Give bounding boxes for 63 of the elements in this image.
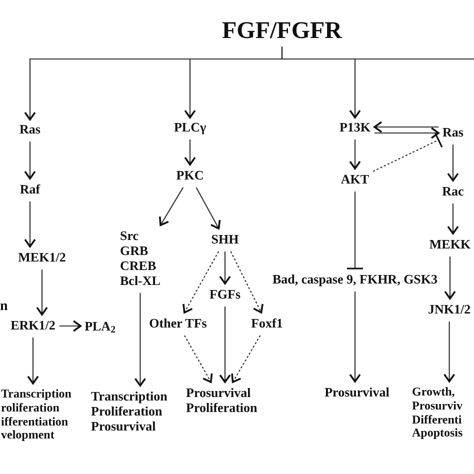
pathway-label: P13K [339, 120, 371, 136]
arrow [184, 335, 213, 383]
arrow [27, 337, 39, 384]
list-item: velopment [1, 428, 56, 443]
pathway-label: Rac [442, 184, 464, 200]
pathway-label: MEK1/2 [18, 250, 66, 266]
pathway-label: JNK1/2 [428, 302, 471, 318]
list-item: roliferation [1, 401, 60, 415]
arrow [24, 141, 36, 180]
arrow [24, 201, 36, 248]
list-item: Prosurviv [412, 399, 463, 413]
pathway-label: Bad, caspase 9, FKHR, GSK3 [272, 272, 438, 288]
list-item: Transcription [91, 390, 168, 405]
pathway-label: PLA$_{2}$ [84, 320, 116, 334]
arrow [443, 321, 456, 382]
arrow [36, 269, 48, 316]
arrow [349, 139, 361, 170]
arrow [447, 203, 459, 234]
arrow [219, 251, 231, 284]
list-item: Proliferation [186, 401, 258, 416]
list-item: GRB [120, 244, 150, 259]
pathway-label: Prosurvival [324, 386, 390, 400]
pathway-label: MEKK [429, 238, 471, 252]
pathway-label: Foxf1 [251, 316, 283, 332]
list-item: CREB [120, 259, 158, 274]
pathway-label: Ras [20, 122, 40, 138]
arrow [444, 256, 456, 300]
arrow [158, 187, 184, 226]
list-item: Src [120, 229, 140, 244]
receptor-label: FGF/FGFR [222, 18, 342, 46]
list-item: Prosurvival [186, 386, 252, 401]
pathway-label: ERK1/2 [10, 318, 56, 334]
pathway-label: AKT [340, 172, 370, 188]
list-item: Growth, [412, 385, 456, 400]
list-item: Transcription [1, 387, 72, 402]
inhibition-line [346, 191, 364, 270]
arrow [349, 291, 361, 382]
pathway-label: Ras [442, 126, 464, 140]
list-item: Prosurvival [91, 419, 157, 434]
arrow [184, 139, 196, 166]
pathway-label: Raf [20, 182, 40, 198]
arrow [230, 251, 264, 314]
arrow [219, 306, 231, 383]
pathway-label: FGFs [209, 288, 241, 302]
arrow [374, 127, 440, 139]
pathway-label: PKC [176, 168, 204, 184]
arrow [59, 320, 82, 332]
list-item: ifferentiation [1, 415, 70, 429]
inhibition-line [372, 132, 443, 172]
list-item: Proliferation [91, 404, 164, 420]
text-fragment: n [0, 298, 8, 316]
arrow [231, 335, 261, 383]
pathway-label: Other TFs [149, 316, 207, 332]
list-item: Apoptosis [412, 426, 463, 441]
pathway-label: SHH [211, 232, 239, 248]
arrow [134, 292, 146, 386]
arrow [447, 144, 459, 182]
pathway-label: PLCγ [174, 120, 206, 136]
arrow [196, 187, 221, 230]
list-item: Bcl-XL [120, 274, 160, 289]
list-item: Differenti [412, 413, 463, 427]
arrow [374, 121, 439, 133]
arrow [182, 251, 220, 314]
